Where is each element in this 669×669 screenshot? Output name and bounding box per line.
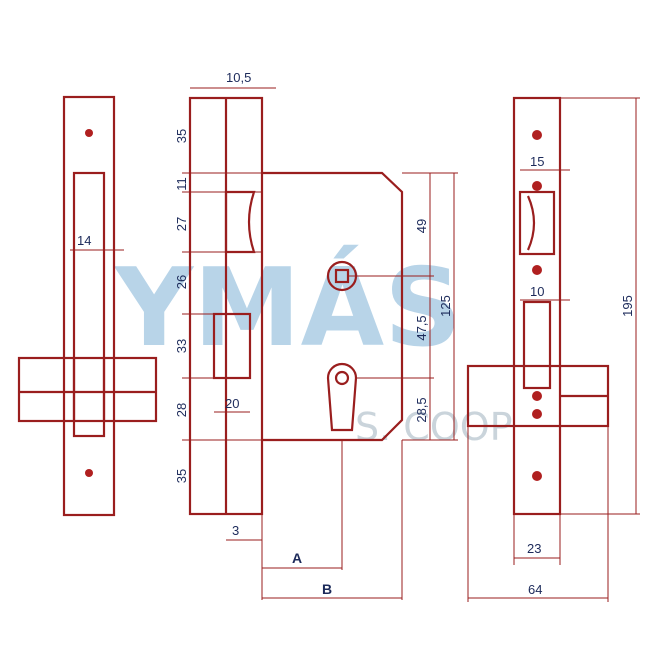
deadbolt-slot	[212, 312, 252, 380]
right-screw-4	[532, 391, 542, 401]
left-bolt-channel	[72, 171, 106, 438]
vdim-4: 26	[174, 275, 189, 289]
right-screw-3	[532, 265, 542, 275]
front-offset-label: 3	[232, 523, 239, 538]
dim-a-label: A	[292, 550, 302, 566]
watermark: YMÁS S. COOP	[113, 244, 513, 449]
front-view: 35 11 27 26 33 28 35 10,5 20 3 A B 49 47…	[174, 70, 458, 600]
right-bottom-width: 23	[527, 541, 541, 556]
rdim-3: 28,5	[414, 397, 429, 422]
latch-bolt	[224, 190, 256, 254]
right-screw-2	[532, 181, 542, 191]
left-width-label: 14	[77, 233, 91, 248]
left-side-view: 14	[17, 95, 158, 517]
cylinder-hole	[326, 362, 358, 432]
lock-case	[262, 171, 404, 442]
vdim-1: 35	[174, 129, 189, 143]
top-width-label: 10,5	[226, 70, 251, 85]
vdim-5: 33	[174, 339, 189, 353]
front-total-height: 125	[438, 295, 453, 317]
right-faceplate	[512, 96, 562, 516]
right-screw-top	[532, 130, 542, 140]
watermark-brand: YMÁS	[113, 244, 462, 371]
vdim-6: 28	[174, 403, 189, 417]
left-screw-hole-top	[85, 129, 93, 137]
vdim-3: 27	[174, 217, 189, 231]
rdim-1: 49	[414, 219, 429, 233]
right-deadbolt-slot	[522, 300, 552, 390]
vdim-2: 11	[174, 177, 189, 191]
dim-b-label: B	[322, 581, 332, 597]
right-mid-label: 10	[530, 284, 544, 299]
bolt-width-label: 20	[225, 396, 239, 411]
right-screw-5	[532, 409, 542, 419]
right-total-height: 195	[620, 295, 635, 317]
right-latch	[518, 190, 556, 256]
rdim-2: 47,5	[414, 315, 429, 340]
right-side-view: 15 10 195 23 64	[466, 96, 640, 602]
right-screw-bottom	[532, 471, 542, 481]
left-bolt-body	[17, 356, 158, 423]
left-faceplate	[62, 95, 116, 517]
right-overall-width: 64	[528, 582, 542, 597]
left-screw-hole-bottom	[85, 469, 93, 477]
right-top-label: 15	[530, 154, 544, 169]
vdim-7: 35	[174, 469, 189, 483]
